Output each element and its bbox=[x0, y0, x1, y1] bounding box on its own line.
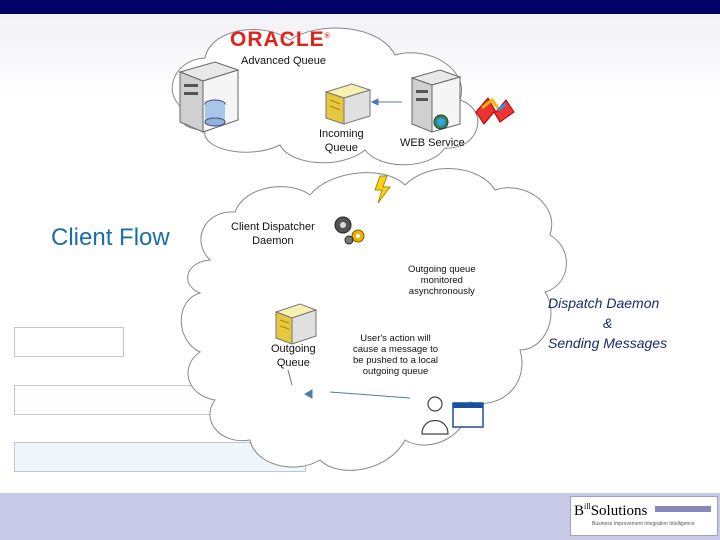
window-icon bbox=[452, 402, 484, 428]
flow-arrows bbox=[287, 98, 411, 399]
outgoing-note: Outgoing queue monitored asynchronously bbox=[408, 264, 476, 297]
outgoing-queue-box-icon bbox=[274, 303, 318, 345]
dispatch-line-1: Dispatch Daemon bbox=[548, 295, 660, 311]
oracle-server-icon bbox=[178, 61, 240, 133]
lightning-icon bbox=[374, 175, 391, 204]
incoming-queue-line-2: Queue bbox=[324, 142, 358, 154]
oracle-logo: ORACLE® bbox=[230, 28, 331, 52]
slide-title: Client Flow bbox=[51, 224, 170, 251]
web-service-label: WEB Service bbox=[400, 137, 465, 149]
dispatch-line-3: Sending Messages bbox=[548, 335, 668, 351]
gears-icon bbox=[334, 216, 365, 245]
web-server-icon bbox=[410, 69, 462, 133]
lower-cloud bbox=[180, 168, 567, 471]
user-icon bbox=[421, 396, 449, 435]
user-action-line-4: outgoing queue bbox=[362, 366, 429, 377]
outgoing-queue-label: Outgoing Queue bbox=[271, 342, 316, 370]
incoming-queue-line-1: Incoming bbox=[319, 128, 364, 140]
user-action-line-2: cause a message to bbox=[353, 344, 439, 355]
outgoing-note-line-1: Outgoing queue bbox=[408, 264, 476, 275]
upper-cloud bbox=[171, 27, 479, 166]
client-dispatcher-label: Client Dispatcher Daemon bbox=[231, 220, 315, 248]
footer-logo-bar bbox=[655, 506, 711, 512]
footer-logo-text: BillSolutions bbox=[574, 502, 647, 520]
incoming-queue-label: Incoming Queue bbox=[319, 127, 364, 155]
outgoing-queue-line-1: Outgoing bbox=[271, 343, 316, 355]
footer-logo-rest: Solutions bbox=[590, 503, 648, 519]
user-action-note: User's action will cause a message to be… bbox=[353, 333, 438, 377]
outgoing-note-line-2: monitored bbox=[420, 275, 463, 286]
footer-logo-box bbox=[570, 496, 718, 536]
footer-logo-sup: ill bbox=[584, 502, 591, 511]
client-dispatcher-line-1: Client Dispatcher bbox=[231, 221, 315, 233]
outgoing-note-line-3: asynchronously bbox=[408, 286, 475, 297]
advanced-queue-label: Advanced Queue bbox=[241, 55, 327, 67]
client-dispatcher-line-2: Daemon bbox=[252, 235, 294, 247]
top-bar bbox=[0, 0, 720, 14]
user-action-line-1: User's action will bbox=[360, 333, 431, 344]
user-action-line-3: be pushed to a local bbox=[353, 355, 439, 366]
oracle-logo-text: ORACLE bbox=[230, 28, 325, 51]
outgoing-queue-line-2: Queue bbox=[276, 357, 310, 369]
dispatch-line-2: & bbox=[603, 315, 613, 331]
footer-logo-b: B bbox=[574, 503, 585, 519]
dispatch-label: Dispatch Daemon & Sending Messages bbox=[548, 293, 696, 353]
queue-box-icon bbox=[324, 83, 372, 125]
footer-tagline: Business Improvement Integration Intelli… bbox=[592, 521, 695, 527]
colorful-logo-icon bbox=[475, 97, 515, 125]
oracle-logo-reg: ® bbox=[324, 33, 331, 40]
left-box-1 bbox=[14, 327, 124, 357]
